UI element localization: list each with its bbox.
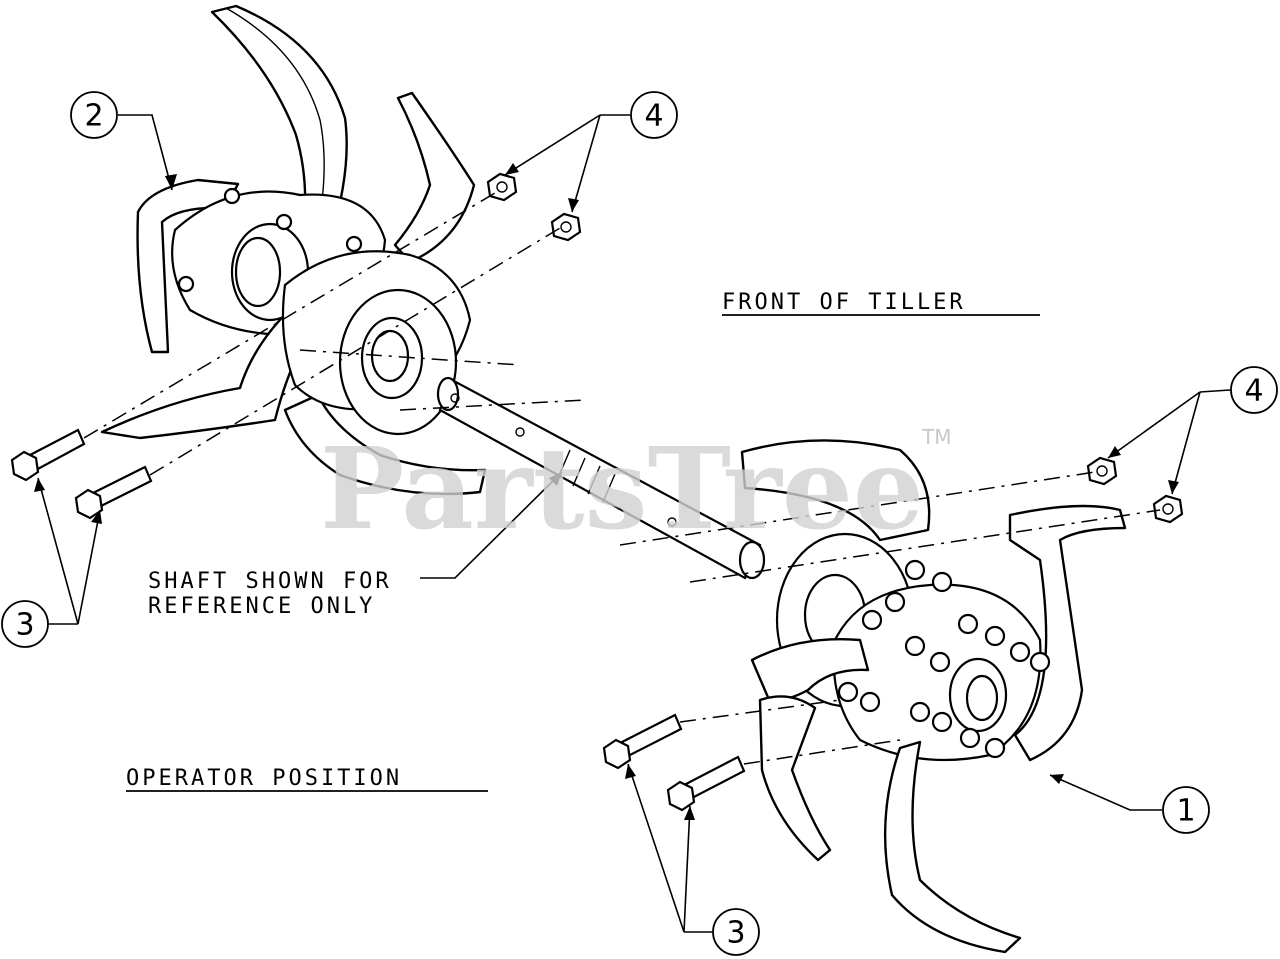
right-tine-back bbox=[740, 439, 931, 542]
right-tine-bottom bbox=[883, 740, 1022, 954]
callout-number: 3 bbox=[15, 608, 34, 643]
bolt bbox=[602, 713, 683, 770]
left-plate-nut bbox=[345, 235, 363, 253]
right-main-plate bbox=[832, 583, 1042, 762]
bolt bbox=[74, 465, 153, 520]
hex-nut bbox=[1086, 456, 1118, 486]
callout-3-left: 3 bbox=[1, 600, 49, 648]
hex-nuts bbox=[486, 172, 1184, 524]
watermark-text: PartsTree bbox=[320, 424, 924, 555]
callout-number: 1 bbox=[1176, 794, 1195, 829]
callout-1: 1 bbox=[1162, 786, 1210, 834]
bolt bbox=[10, 428, 86, 482]
callout-number: 4 bbox=[644, 99, 663, 134]
right-tine-assembly bbox=[740, 439, 1127, 954]
hex-nut bbox=[1152, 494, 1184, 524]
operator-label-text: OPERATOR POSITION bbox=[126, 766, 402, 791]
left-tine-side bbox=[136, 178, 240, 354]
right-plate-nuts bbox=[837, 559, 1051, 759]
leader-lines bbox=[34, 114, 1231, 933]
shaft-note-line1: SHAFT SHOWN FOR bbox=[148, 569, 392, 594]
operator-position-label: OPERATOR POSITION bbox=[126, 766, 488, 792]
bolt bbox=[666, 755, 746, 812]
shaft-note: SHAFT SHOWN FOR REFERENCE ONLY bbox=[148, 569, 392, 619]
front-of-tiller-label: FRONT OF TILLER bbox=[722, 290, 1040, 316]
left-tine-lower-curve bbox=[283, 393, 487, 496]
front-label-text: FRONT OF TILLER bbox=[722, 290, 966, 315]
callout-3-right: 3 bbox=[712, 908, 760, 956]
assembly-axis-lines bbox=[83, 189, 1161, 765]
shaft-note-line2: REFERENCE ONLY bbox=[148, 594, 375, 619]
callout-4-top: 4 bbox=[630, 91, 678, 139]
left-plate-nut bbox=[177, 275, 195, 293]
callout-number: 3 bbox=[726, 916, 745, 951]
right-tine-lower-left bbox=[758, 695, 832, 862]
watermark-trademark: TM bbox=[921, 425, 951, 449]
callout-number: 2 bbox=[84, 99, 103, 134]
callout-2: 2 bbox=[70, 91, 118, 139]
hex-nut bbox=[486, 172, 518, 202]
left-plate-nut bbox=[223, 187, 241, 205]
watermark: PartsTree TM bbox=[320, 424, 951, 555]
reference-shaft bbox=[436, 376, 766, 580]
left-plate-nut bbox=[275, 213, 293, 231]
left-tine-assembly bbox=[100, 4, 487, 496]
callout-4-right: 4 bbox=[1230, 366, 1278, 414]
hex-nut bbox=[550, 212, 582, 242]
callout-number: 4 bbox=[1244, 374, 1263, 409]
bolts bbox=[10, 428, 746, 812]
left-tine-upper-right bbox=[393, 91, 476, 264]
